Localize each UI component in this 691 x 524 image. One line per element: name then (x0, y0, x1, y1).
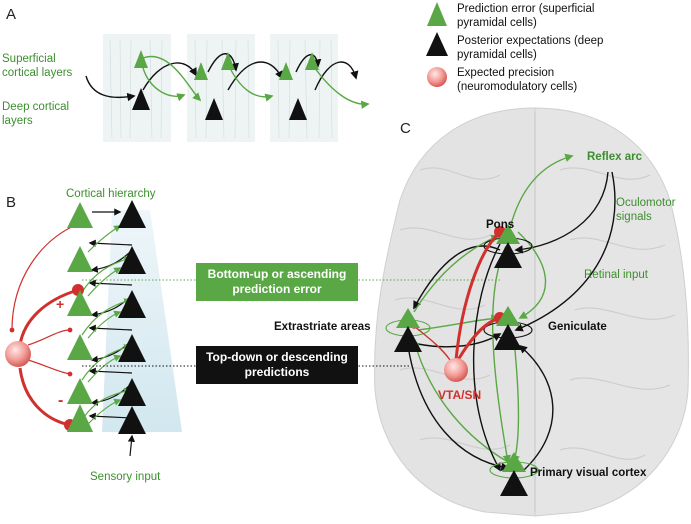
legend-glyphs (426, 2, 448, 87)
v1-expectation-cell (500, 470, 528, 496)
panel-a-letter: A (6, 6, 17, 23)
extrastriate-label: Extrastriate areas (274, 321, 371, 333)
precision-loop (9, 223, 84, 431)
legend-expected-precision: Expected precision (neuromodulatory cell… (457, 67, 578, 93)
geniculate-expectation-cell (494, 324, 522, 350)
legend-posterior-expectations: Posterior expectations (deep pyramidal c… (457, 35, 604, 61)
minus-sign: - (58, 392, 64, 409)
vta-sn-label: VTA/SN (438, 388, 482, 402)
deep-layers-label: Deep cortical layers (2, 101, 70, 127)
extrastriate-expectation-cell (394, 326, 422, 352)
pons-expectation-cell (494, 242, 522, 268)
superficial-layers-label: Superficial cortical layers (2, 53, 73, 79)
legend-prediction-error: Prediction error (superficial pyramidal … (457, 3, 595, 29)
panel-a-connections (85, 53, 370, 109)
panel-a-cells (132, 50, 319, 120)
panel-c-connections (385, 153, 616, 479)
extrastriate-error-cell (396, 308, 420, 328)
geniculate-error-cell (496, 306, 520, 326)
cortical-slices (103, 34, 338, 142)
vta-precision-cell (444, 358, 468, 382)
sensory-input-label: Sensory input (90, 471, 161, 483)
plus-sign: + (56, 296, 65, 312)
cortical-hierarchy-label: Cortical hierarchy (66, 188, 156, 200)
brain-outline (374, 107, 689, 517)
hierarchy-cone (102, 210, 182, 432)
primary-visual-cortex-label: Primary visual cortex (530, 467, 647, 479)
top-down-box: Top-down or descending predictions (196, 346, 358, 384)
legend-expected-precision-icon (427, 67, 447, 87)
panel-b-cells (67, 200, 146, 434)
reflex-arc-label: Reflex arc (587, 151, 642, 163)
oculomotor-label: Oculomotor signals (616, 197, 676, 223)
legend-posterior-expectations-icon (426, 32, 448, 56)
legend-prediction-error-icon (427, 2, 447, 26)
retinal-input-label: Retinal input (584, 269, 648, 281)
v1-error-cell (502, 452, 526, 472)
panel-b-letter: B (6, 194, 17, 211)
panel-c-cells (394, 224, 528, 496)
bottom-up-box: Bottom-up or ascending prediction error (196, 263, 358, 301)
panel-c-letter: C (400, 120, 411, 137)
pons-error-cell (496, 224, 520, 244)
geniculate-label: Geniculate (548, 321, 607, 333)
panel-b-precision-cell (5, 341, 31, 367)
pons-label: Pons (486, 219, 515, 231)
